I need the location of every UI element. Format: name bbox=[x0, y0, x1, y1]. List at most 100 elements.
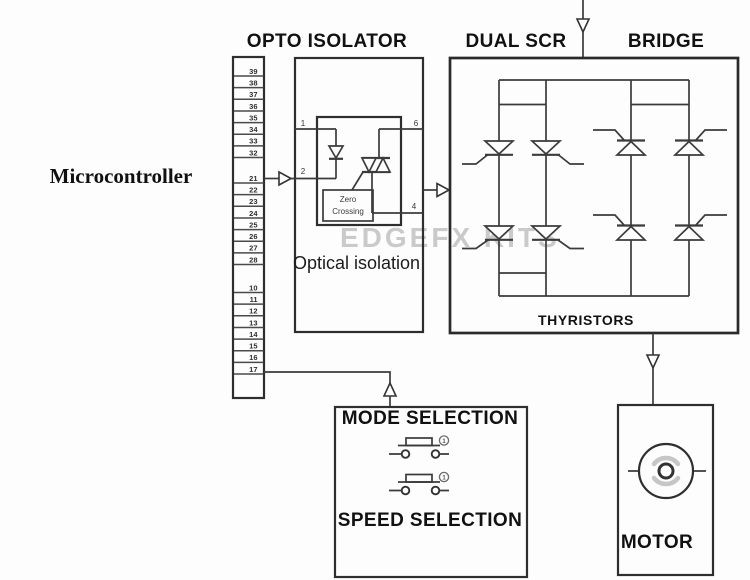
push-button-1: 1 bbox=[389, 435, 450, 459]
led-triangle bbox=[327, 145, 345, 160]
mc-pin-label: 39 bbox=[249, 67, 257, 76]
opto-to-scr-wire bbox=[423, 182, 451, 198]
scr-to-motor-wire bbox=[645, 333, 661, 405]
optical-isolation-label: Optical isolation bbox=[293, 253, 420, 273]
mc-pin-label: 32 bbox=[249, 148, 257, 157]
button-contact-left bbox=[400, 449, 411, 459]
scr-gate-wire bbox=[695, 129, 727, 141]
opto-triac-symbol bbox=[351, 129, 392, 213]
button-badge-label: 1 bbox=[442, 475, 446, 481]
arrowhead-right-icon bbox=[278, 170, 293, 187]
mc-to-mode-wire bbox=[264, 371, 398, 407]
mode-selection-box bbox=[333, 405, 529, 579]
arrowhead-up-icon bbox=[382, 381, 398, 397]
scr-gate-wire bbox=[593, 129, 625, 141]
mc-pin-label: 13 bbox=[249, 318, 257, 327]
scr-bridge-box bbox=[448, 56, 740, 335]
mc-pin-label: 17 bbox=[249, 365, 257, 374]
button-contact-left bbox=[400, 485, 411, 496]
opto-isolator-box bbox=[293, 56, 425, 334]
wire-segment bbox=[264, 371, 391, 383]
opto-pin4-label: 4 bbox=[412, 202, 417, 211]
scr-gate-wire bbox=[557, 153, 584, 165]
column-wires bbox=[498, 80, 690, 296]
scr-gate-wire bbox=[557, 239, 584, 250]
arrowhead-down-icon bbox=[645, 354, 661, 370]
button-contact-right bbox=[430, 449, 441, 459]
mc-pin-label: 16 bbox=[249, 353, 257, 362]
mc-to-opto-wire bbox=[264, 170, 336, 187]
triac-gate-wire bbox=[351, 171, 364, 191]
motor-outer-circle bbox=[637, 442, 695, 500]
zero-crossing-box bbox=[322, 189, 374, 222]
motor-symbol-icon bbox=[628, 442, 706, 500]
mc-pin-label: 21 bbox=[249, 174, 257, 183]
arrowhead-right-icon bbox=[436, 182, 451, 198]
mc-pin-label: 15 bbox=[249, 342, 257, 351]
speed-selection-label: SPEED SELECTION bbox=[338, 510, 522, 531]
mc-pin-label: 22 bbox=[249, 185, 257, 194]
mc-pin-label: 14 bbox=[249, 330, 258, 339]
opto-pin6-label: 6 bbox=[414, 119, 419, 128]
motor-inner-circle bbox=[657, 462, 675, 480]
opto-chip-box bbox=[315, 115, 403, 227]
zero-crossing-line2: Crossing bbox=[332, 207, 364, 216]
mc-pin-label: 24 bbox=[249, 209, 258, 218]
motor-label: MOTOR bbox=[621, 532, 693, 553]
mc-pin-label: 38 bbox=[249, 78, 257, 87]
motor-block: MOTOR bbox=[616, 403, 715, 577]
mc-pin-label: 37 bbox=[249, 90, 257, 99]
scr-gate-wire bbox=[593, 214, 625, 226]
zero-crossing-block: Zero Crossing bbox=[322, 189, 374, 222]
mc-pin-label: 28 bbox=[249, 255, 257, 264]
mc-pin-label: 12 bbox=[249, 307, 257, 316]
mode-selection-label: MODE SELECTION bbox=[342, 408, 519, 429]
mc-pin-label: 34 bbox=[249, 125, 258, 134]
button-badge-circle bbox=[438, 435, 450, 446]
mc-pin-label: 23 bbox=[249, 197, 257, 206]
mc-pin-label: 36 bbox=[249, 102, 257, 111]
mc-pin-label: 33 bbox=[249, 137, 257, 146]
opto-isolator-title: OPTO ISOLATOR bbox=[247, 31, 407, 52]
scr-gate-wire bbox=[462, 153, 489, 165]
button-contact-right bbox=[430, 485, 441, 496]
scr-upper-left-1 bbox=[462, 140, 516, 165]
opto-pin1-label: 1 bbox=[301, 119, 306, 128]
mode-selection-block: MODE SELECTION 1 1 SPEED SELECTION bbox=[333, 405, 529, 579]
motor-box bbox=[616, 403, 715, 577]
scr-lower-left-1 bbox=[462, 225, 516, 250]
button-badge-circle bbox=[438, 471, 450, 483]
watermark-text: EDGEFX KITS bbox=[340, 222, 560, 253]
scr-lower-right-2 bbox=[672, 214, 727, 241]
thyristors-label: THYRISTORS bbox=[538, 312, 634, 328]
microcontroller-box bbox=[231, 55, 266, 400]
mc-pin-label: 11 bbox=[250, 295, 258, 304]
microcontroller-title: Microcontroller bbox=[50, 164, 193, 188]
button-badge-label: 1 bbox=[442, 439, 446, 445]
mc-pin-label: 27 bbox=[249, 244, 257, 253]
opto-isolator-block: 1 2 6 4 Zero Crossing Optical isolation bbox=[293, 56, 425, 334]
scr-upper-right-2 bbox=[672, 129, 727, 156]
scr-upper-left-2 bbox=[529, 140, 584, 165]
bridge-title: BRIDGE bbox=[628, 31, 704, 52]
button-cap bbox=[405, 473, 433, 483]
triac-triangle-down bbox=[360, 157, 378, 174]
dual-scr-title: DUAL SCR bbox=[465, 31, 566, 52]
arrowhead-down-icon bbox=[575, 18, 591, 34]
scr-upper-right-1 bbox=[593, 129, 648, 156]
triac-triangle-up bbox=[374, 156, 392, 173]
push-button-2: 1 bbox=[389, 471, 450, 496]
motor-lower-arc bbox=[651, 475, 681, 487]
scr-gate-wire bbox=[462, 239, 489, 250]
top-input-wire bbox=[575, 0, 591, 58]
opto-pin2-label: 2 bbox=[301, 167, 306, 176]
button-cap bbox=[405, 437, 433, 447]
scr-lower-left-2 bbox=[529, 225, 584, 250]
scr-lower-right-1 bbox=[593, 214, 648, 241]
